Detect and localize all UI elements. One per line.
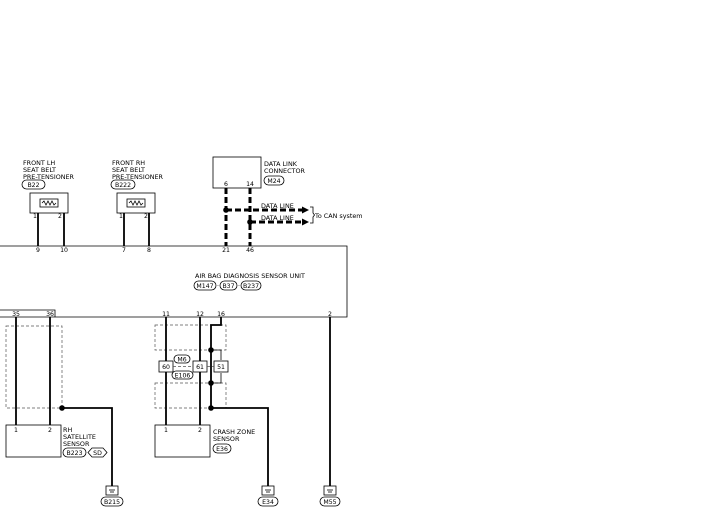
ground-icon [323,485,337,496]
rh-satellite-label-3: SENSOR [63,440,90,448]
sensor-unit-connector-1: M147 [196,283,213,290]
front-lh-label-1: FRONT LH [23,159,55,167]
data-line-label-b: DATA LINE [261,214,294,222]
sensor-unit-pin-35: 35 [12,311,20,318]
air-bag-diagnosis-sensor-unit: AIR BAG DIAGNOSIS SENSOR UNIT M147 · B37… [0,245,348,318]
joint-pin-c: 51 [217,364,225,371]
ground-label-m55: M55 [323,499,336,506]
front-lh-pin-b: 2 [58,213,62,220]
crash-zone-connector: E36 [216,446,228,453]
sensor-unit-outline [0,245,348,318]
rh-satellite-sd-badge [87,447,108,458]
data-link-pin-a: 6 [224,181,228,188]
data-link-label-1: DATA LINK [264,160,298,168]
joint-shield-top [154,324,227,351]
data-link-pin-b: 14 [246,181,254,188]
sensor-unit-pin-2: 2 [328,311,332,318]
front-rh-pin-a: 1 [119,213,123,220]
joint-pin-a: 60 [162,364,170,371]
ground-e34: E34 [257,485,279,507]
front-lh-pretensioner: FRONT LH SEAT BELT PRE-TENSIONER B22 1 2… [21,159,75,254]
front-lh-inner [39,198,59,208]
sensor-unit-pin-11: 11 [162,311,170,318]
ground-label-b215: B215 [104,499,120,506]
sensor-unit-connector-badge-2 [219,280,238,291]
sensor-unit-sub-bracket [0,309,56,317]
can-bracket [310,206,315,224]
sensor-unit-pin-12: 12 [196,311,204,318]
front-rh-pretensioner: FRONT RH SEAT BELT PRE-TENSIONER B222 1 … [110,159,164,254]
front-rh-inner [126,198,146,208]
joint-shield-bottom [154,382,227,409]
front-rh-terminal-b: 8 [147,247,151,254]
front-lh-label-3: PRE-TENSIONER [23,173,75,181]
rh-satellite-body [5,424,62,458]
rh-satellite-label-1: RH [63,426,72,434]
crash-zone-sensor: 1 2 CRASH ZONE SENSOR E36 [154,424,255,458]
sensor-unit-pin-16: 16 [217,311,225,318]
crash-zone-pin-a: 1 [164,427,168,434]
front-rh-connector-badge [110,179,136,190]
ground-label-e34: E34 [262,499,274,506]
rh-satellite-pin-b: 2 [48,427,52,434]
data-line-arrow-icon [302,206,309,214]
svg-text:·: · [217,283,219,290]
front-rh-connector: B222 [115,182,131,189]
front-lh-connector-badge [21,179,46,190]
data-link-label-2: CONNECTOR [264,167,305,175]
front-rh-label-1: FRONT RH [112,159,145,167]
data-link-connector-id: M24 [267,178,280,185]
front-lh-resistor-icon [41,200,57,206]
front-lh-label-2: SEAT BELT [23,166,56,174]
sensor-unit-pin-36: 36 [46,311,54,318]
rh-satellite-connector-badge [62,447,87,458]
crash-zone-label-2: SENSOR [213,435,240,443]
sensor-unit-connector-3: B237 [243,283,259,290]
crash-zone-connector-badge [212,443,232,454]
sensor-unit-connector-badge-1 [193,280,217,291]
rh-satellite-shield [5,325,63,409]
data-link-body [212,156,262,189]
front-rh-resistor-icon [128,200,144,206]
joint-connector: M6 E106 60 61 51 [154,317,269,486]
front-rh-label-3: PRE-TENSIONER [112,173,164,181]
data-line-label-a: DATA LINE [261,202,294,210]
rh-satellite-label-2: SATELLITE [63,433,96,441]
front-lh-connector: B22 [27,182,39,189]
front-rh-pin-b: 2 [144,213,148,220]
data-link-connector: DATA LINK CONNECTOR M24 6 14 DATA LINE D… [212,156,363,254]
front-lh-terminal-b: 10 [60,247,68,254]
joint-connector-top: M6 [177,357,186,364]
ground-b215: B215 [100,485,124,507]
ground-icon [261,485,275,496]
front-lh-terminal-a: 9 [36,247,40,254]
to-can-system-label: To CAN system [314,212,363,220]
sensor-unit-connector-badge-3 [240,280,262,291]
crash-zone-label-1: CRASH ZONE [213,428,255,436]
rh-satellite-sensor: 1 2 RH SATELLITE SENSOR B223 SD [5,317,113,486]
joint-connector-badge-top [173,354,191,364]
front-rh-label-2: SEAT BELT [112,166,145,174]
ground-m55: M55 [319,485,341,507]
crash-zone-body [154,424,211,458]
data-link-terminal-b: 46 [246,247,254,254]
data-link-terminal-a: 21 [222,247,230,254]
sensor-unit-title: AIR BAG DIAGNOSIS SENSOR UNIT [195,272,305,280]
rh-satellite-pin-a: 1 [14,427,18,434]
joint-connector-bottom: E106 [175,373,191,380]
joint-connector-badge-bottom [171,370,194,380]
crash-zone-pin-b: 2 [198,427,202,434]
sensor-unit-connector-2: B37 [222,283,234,290]
data-link-connector-badge [263,175,285,186]
svg-text:·: · [238,283,240,290]
joint-pin-b: 61 [196,364,204,371]
rh-satellite-badge: SD [93,450,102,457]
data-line-arrow-icon [302,218,309,226]
rh-satellite-connector: B223 [66,450,82,457]
front-lh-pin-a: 1 [33,213,37,220]
front-rh-terminal-a: 7 [122,247,126,254]
ground-icon [105,485,119,496]
